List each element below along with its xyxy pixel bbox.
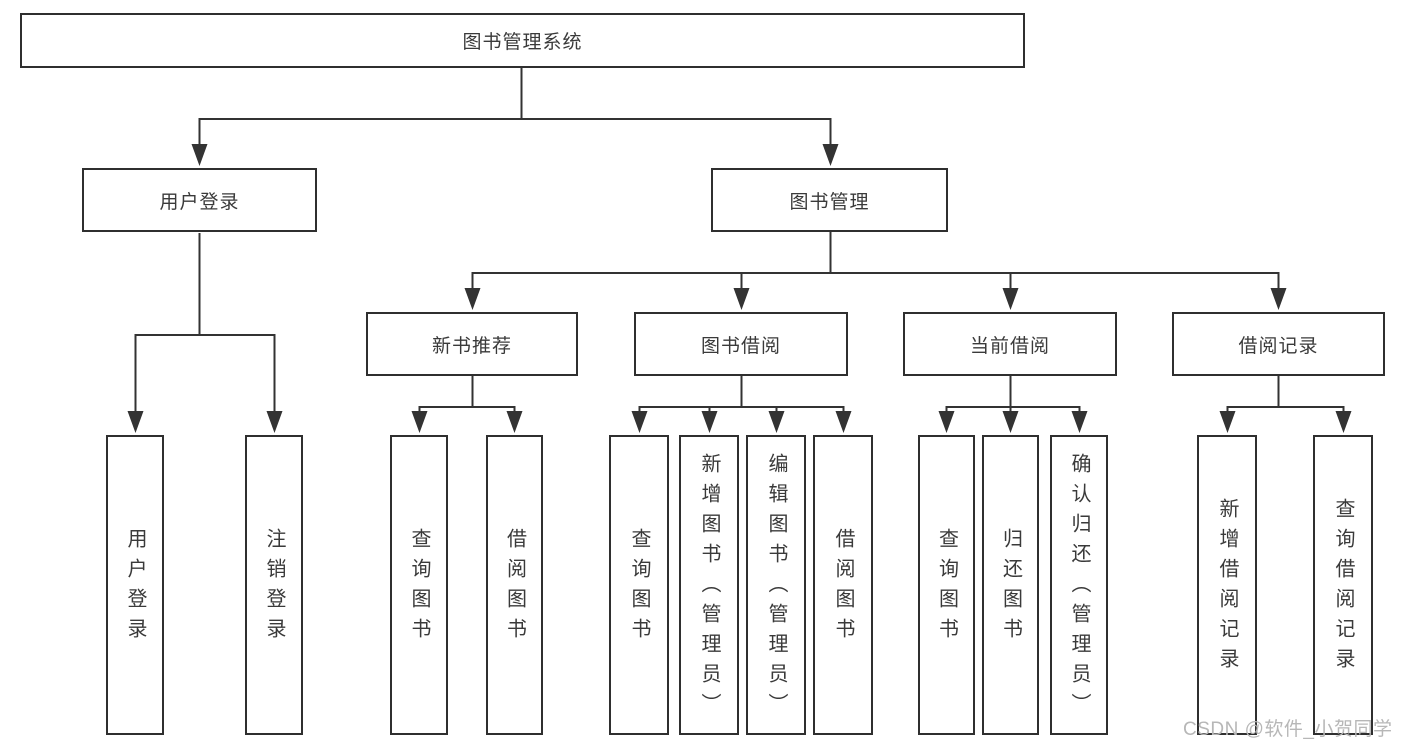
arrow-to-current-borrow — [1002, 288, 1019, 310]
node-book-management: 图书管理 — [711, 168, 948, 232]
leaf-borrow-edit-books-admin: 编辑图书（管理员） — [746, 435, 806, 735]
connector-bookmgmt-to-level3 — [471, 232, 1280, 290]
arrow-to-records-add — [1219, 411, 1236, 433]
arrow-to-newbook-borrow — [506, 411, 523, 433]
leaf-records-add-record: 新增借阅记录 — [1197, 435, 1257, 735]
leaf-borrow-query-books: 查询图书 — [609, 435, 669, 735]
arrow-to-borrow-edit — [768, 411, 785, 433]
leaf-borrow-lend-books: 借阅图书 — [813, 435, 873, 735]
csdn-watermark: CSDN @软件_小贺同学 — [1183, 719, 1393, 740]
arrow-to-new-book-recommend — [464, 288, 481, 310]
leaf-user-login: 用户登录 — [106, 435, 164, 735]
arrow-to-leaf-user-login — [127, 411, 144, 433]
node-current-borrow: 当前借阅 — [903, 312, 1117, 376]
arrow-to-newbook-query — [411, 411, 428, 433]
arrow-to-book-borrow — [733, 288, 750, 310]
arrow-to-records-query — [1335, 411, 1352, 433]
connector-bookborrow-to-leaves — [638, 376, 845, 414]
leaf-records-query-record: 查询借阅记录 — [1313, 435, 1373, 735]
connector-root-to-level2 — [198, 68, 832, 146]
leaf-logout: 注销登录 — [245, 435, 303, 735]
arrow-to-leaf-logout — [266, 411, 283, 433]
arrowheads — [127, 144, 1352, 433]
node-user-login: 用户登录 — [82, 168, 317, 232]
node-borrow-records: 借阅记录 — [1172, 312, 1385, 376]
connector-records-to-leaves — [1226, 376, 1345, 414]
connector-userlogin-to-leaves — [134, 233, 276, 413]
node-library-system: 图书管理系统 — [20, 13, 1025, 68]
leaf-current-query-books: 查询图书 — [918, 435, 975, 735]
arrow-to-borrow-lend — [835, 411, 852, 433]
leaf-current-return-books: 归还图书 — [982, 435, 1039, 735]
arrow-to-current-confirm — [1071, 411, 1088, 433]
arrow-to-borrow-add — [701, 411, 718, 433]
leaf-newbook-query-books: 查询图书 — [390, 435, 448, 735]
arrow-to-borrow-records — [1270, 288, 1287, 310]
leaf-current-confirm-return-admin: 确认归还（管理员） — [1050, 435, 1108, 735]
leaf-borrow-add-books-admin: 新增图书（管理员） — [679, 435, 739, 735]
arrow-to-current-query — [938, 411, 955, 433]
arrow-to-user-login — [191, 144, 208, 166]
node-new-book-recommend: 新书推荐 — [366, 312, 578, 376]
arrow-to-borrow-query — [631, 411, 648, 433]
leaf-newbook-borrow-books: 借阅图书 — [486, 435, 543, 735]
arrow-to-current-return — [1002, 411, 1019, 433]
connector-currentborrow-to-leaves — [945, 376, 1081, 414]
connector-newbook-to-leaves — [418, 376, 516, 414]
arrow-to-book-management — [822, 144, 839, 166]
node-book-borrow: 图书借阅 — [634, 312, 848, 376]
